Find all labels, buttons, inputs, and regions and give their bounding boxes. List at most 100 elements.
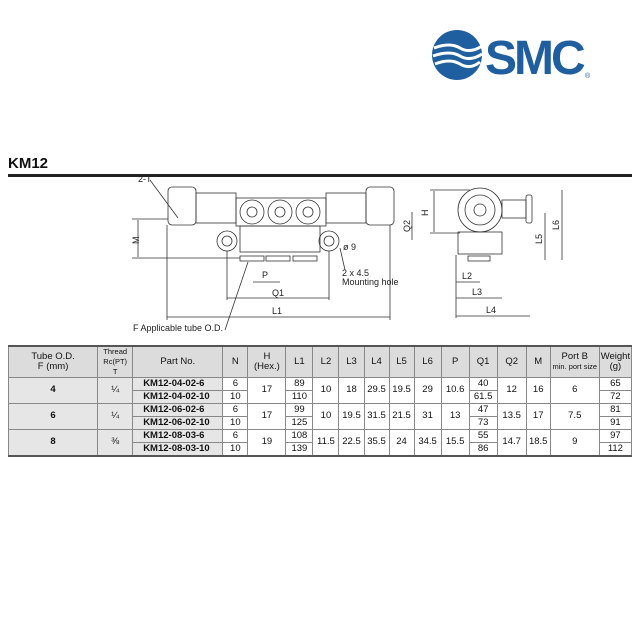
cell-thread: ¼ <box>97 402 134 430</box>
label-l3: L3 <box>472 287 482 297</box>
cell-p: 13 <box>440 402 470 430</box>
cell-m: 18.5 <box>525 428 551 457</box>
cell-l4: 31.5 <box>363 402 390 430</box>
cell-l4: 29.5 <box>363 376 390 404</box>
cell-part-no: KM12-08-03-6 <box>132 428 224 443</box>
cell-n: 10 <box>222 415 249 430</box>
cell-l3: 19.5 <box>338 402 365 430</box>
cell-l2: 11.5 <box>312 428 340 457</box>
cell-l3: 18 <box>338 376 365 404</box>
cell-m: 16 <box>525 376 551 404</box>
cell-n: 6 <box>222 428 249 443</box>
cell-thread: ⅜ <box>97 428 134 457</box>
cell-l5: 21.5 <box>388 402 415 430</box>
cell-q2: 13.5 <box>496 402 527 430</box>
cell-weight: 72 <box>598 389 633 404</box>
cell-h: 17 <box>247 402 287 430</box>
cell-q1: 55 <box>468 428 498 443</box>
cell-h: 17 <box>247 376 287 404</box>
label-h: H <box>420 210 430 217</box>
svg-text:®: ® <box>585 72 591 80</box>
cell-n: 6 <box>222 376 249 391</box>
title-rule <box>8 174 632 177</box>
cell-l1: 108 <box>285 428 314 443</box>
col-h: H(Hex.) <box>247 345 287 378</box>
cell-l3: 22.5 <box>338 428 365 457</box>
cell-l1: 139 <box>285 441 314 457</box>
col-tube: Tube O.D.F (mm) <box>7 345 99 378</box>
cell-l2: 10 <box>312 402 340 430</box>
col-q1: Q1 <box>468 345 498 378</box>
col-weight: Weight(g) <box>598 345 633 378</box>
cell-n: 10 <box>222 441 249 457</box>
cell-portb: 7.5 <box>549 402 600 430</box>
cell-l5: 24 <box>388 428 415 457</box>
cell-part-no: KM12-04-02-10 <box>132 389 224 404</box>
cell-portb: 6 <box>549 376 600 404</box>
label-q1: Q1 <box>272 288 284 298</box>
cell-q1: 61.5 <box>468 389 498 404</box>
cell-p: 10.6 <box>440 376 470 404</box>
cell-l1: 89 <box>285 376 314 391</box>
col-l4: L4 <box>363 345 390 378</box>
cell-q1: 47 <box>468 402 498 417</box>
dimension-drawing: 2-T M P Q1 L1 Q2 ø 9 2 x 4.5 Mounting ho… <box>131 174 563 333</box>
cell-l2: 10 <box>312 376 340 404</box>
cell-weight: 112 <box>598 441 633 457</box>
label-l2: L2 <box>462 271 472 281</box>
col-p: P <box>440 345 470 378</box>
svg-text:SMC: SMC <box>485 32 585 83</box>
cell-q1: 73 <box>468 415 498 430</box>
col-l1: L1 <box>285 345 314 378</box>
col-l5: L5 <box>388 345 415 378</box>
label-m: M <box>131 237 141 245</box>
cell-tube: 6 <box>7 402 99 430</box>
cell-l5: 19.5 <box>388 376 415 404</box>
cell-l1: 110 <box>285 389 314 404</box>
label-mounting-hole: Mounting hole <box>342 277 399 287</box>
col-q2: Q2 <box>496 345 527 378</box>
cell-m: 17 <box>525 402 551 430</box>
col-l2: L2 <box>312 345 340 378</box>
cell-tube: 4 <box>7 376 99 404</box>
cell-weight: 91 <box>598 415 633 430</box>
cell-weight: 97 <box>598 428 633 443</box>
label-p: P <box>262 270 268 280</box>
cell-h: 19 <box>247 428 287 457</box>
cell-part-no: KM12-04-02-6 <box>132 376 224 391</box>
col-n: N <box>222 345 249 378</box>
cell-l6: 31 <box>413 402 442 430</box>
cell-portb: 9 <box>549 428 600 457</box>
smc-logo: SMC ® <box>432 30 591 83</box>
cell-l4: 35.5 <box>363 428 390 457</box>
cell-p: 15.5 <box>440 428 470 457</box>
label-q2: Q2 <box>402 220 412 232</box>
cell-l6: 29 <box>413 376 442 404</box>
cell-l1: 125 <box>285 415 314 430</box>
page-title: KM12 <box>8 155 49 172</box>
col-m: M <box>525 345 551 378</box>
cell-part-no: KM12-06-02-10 <box>132 415 224 430</box>
label-l1: L1 <box>272 306 282 316</box>
cell-tube: 8 <box>7 428 99 457</box>
col-l3: L3 <box>338 345 365 378</box>
label-phi9: ø 9 <box>343 242 356 252</box>
cell-q2: 14.7 <box>496 428 527 457</box>
cell-q1: 86 <box>468 441 498 457</box>
label-l4: L4 <box>486 305 496 315</box>
cell-l1: 99 <box>285 402 314 417</box>
cell-part-no: KM12-08-03-10 <box>132 441 224 457</box>
cell-n: 6 <box>222 402 249 417</box>
label-hole-size: 2 x 4.5 <box>342 268 369 278</box>
col-part: Part No. <box>132 345 224 378</box>
label-l6: L6 <box>551 220 561 230</box>
label-tube-od: F Applicable tube O.D. <box>133 323 223 333</box>
